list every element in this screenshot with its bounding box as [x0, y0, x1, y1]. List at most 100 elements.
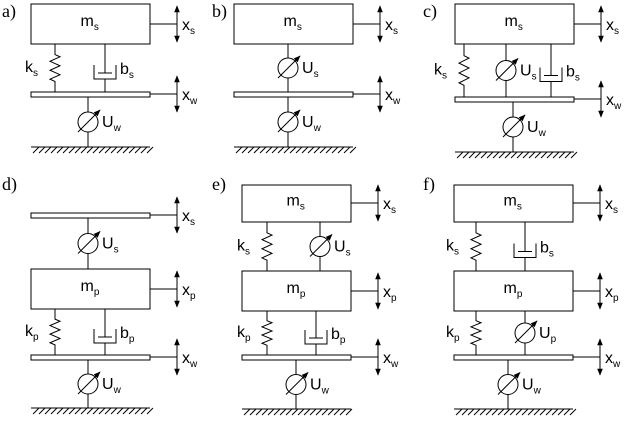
hatch: [528, 151, 536, 159]
hatch: [98, 407, 106, 415]
hatch: [315, 408, 323, 416]
hatch: [134, 407, 142, 415]
hatch: [492, 151, 500, 159]
hatch: [480, 151, 488, 159]
hatch: [325, 146, 333, 154]
hatch: [309, 408, 317, 416]
hatch: [253, 146, 261, 154]
actuator-arrow: [277, 109, 301, 133]
hatch: [285, 408, 293, 416]
hatch: [86, 146, 94, 154]
hatch: [301, 146, 309, 154]
mass-label: ms: [284, 13, 302, 33]
hatch: [277, 146, 285, 154]
hatch: [295, 146, 303, 154]
displacement-label: xp: [383, 284, 397, 304]
damper-label: bs: [566, 64, 580, 84]
ground-hatch-icon: [234, 146, 357, 154]
hatch: [510, 151, 518, 159]
hatch: [104, 146, 112, 154]
actuator-label: Us: [102, 236, 119, 256]
hatch: [552, 151, 560, 159]
displacement-label: xs: [182, 208, 195, 228]
hatch: [273, 408, 281, 416]
panel-label: a): [2, 1, 16, 22]
hatch: [247, 146, 255, 154]
hatch: [146, 407, 154, 415]
hatch: [327, 408, 335, 416]
mass-block: ms: [30, 3, 151, 45]
actuator-label: Uw: [302, 114, 322, 134]
hatch: [551, 408, 559, 416]
actuator-arrow: [495, 58, 519, 81]
double-arrow-icon: xw: [573, 338, 621, 376]
hatch: [516, 151, 524, 159]
panel-label: b): [212, 1, 227, 22]
actuator-label: Uw: [102, 376, 122, 396]
mass-label: mp: [504, 280, 523, 300]
hatch: [468, 151, 476, 159]
spring-label: kp: [446, 324, 460, 344]
hatch: [331, 146, 339, 154]
mass-label: ms: [505, 13, 523, 33]
hatch: [128, 146, 136, 154]
hatch: [38, 146, 46, 154]
mass-label: ms: [81, 13, 99, 33]
spring-label: kp: [25, 323, 39, 343]
hatch: [80, 146, 88, 154]
spring-label: ks: [434, 62, 447, 82]
hatch: [259, 146, 267, 154]
actuator-arrow: [502, 114, 526, 138]
plate: [454, 96, 575, 103]
plate: [233, 91, 354, 98]
double-arrow-icon: xs: [573, 184, 618, 222]
hatch: [503, 408, 511, 416]
hatch: [564, 151, 572, 159]
actuator-icon: Us: [277, 44, 319, 92]
damper-label: bp: [331, 326, 346, 346]
hatch: [62, 407, 70, 415]
damper-icon: bp: [93, 309, 135, 355]
actuator-icon: Us: [77, 218, 119, 269]
hatch: [462, 151, 470, 159]
actuator-label: Us: [302, 60, 319, 80]
hatch: [297, 408, 305, 416]
hatch: [74, 407, 82, 415]
mass-label: mp: [81, 278, 100, 298]
double-arrow-icon: xs: [150, 196, 195, 234]
hatch: [570, 151, 578, 159]
hatch: [32, 146, 40, 154]
hatch: [545, 408, 553, 416]
mass-block: mp: [30, 268, 151, 310]
double-arrow-icon: xw: [150, 338, 198, 376]
hatch: [497, 408, 505, 416]
spring-label: kp: [237, 324, 251, 344]
double-arrow-icon: xw: [353, 75, 401, 113]
panel-label: e): [212, 174, 226, 195]
double-arrow-icon: xs: [351, 184, 396, 222]
hatch: [44, 407, 52, 415]
mass-block: mp: [453, 270, 574, 312]
actuator-arrow: [309, 234, 333, 257]
hatch: [557, 408, 565, 416]
actuator-arrow: [277, 55, 301, 79]
actuator-label: Up: [539, 325, 557, 345]
double-arrow-icon: xs: [353, 5, 398, 43]
hatch: [491, 408, 499, 416]
hatch: [467, 408, 475, 416]
hatch: [265, 146, 273, 154]
damper-label: bp: [120, 325, 135, 345]
ground-hatch-icon: [455, 151, 578, 159]
hatch: [563, 408, 571, 416]
panel-label: c): [423, 1, 437, 22]
mass-block: ms: [454, 3, 575, 45]
actuator-arrow: [497, 372, 521, 395]
hatch: [140, 407, 148, 415]
double-arrow-icon: xs: [574, 5, 619, 43]
hatch: [343, 146, 351, 154]
damper-icon: bs: [539, 44, 580, 97]
actuator-label: Us: [334, 239, 351, 259]
actuator-arrow: [514, 320, 538, 344]
